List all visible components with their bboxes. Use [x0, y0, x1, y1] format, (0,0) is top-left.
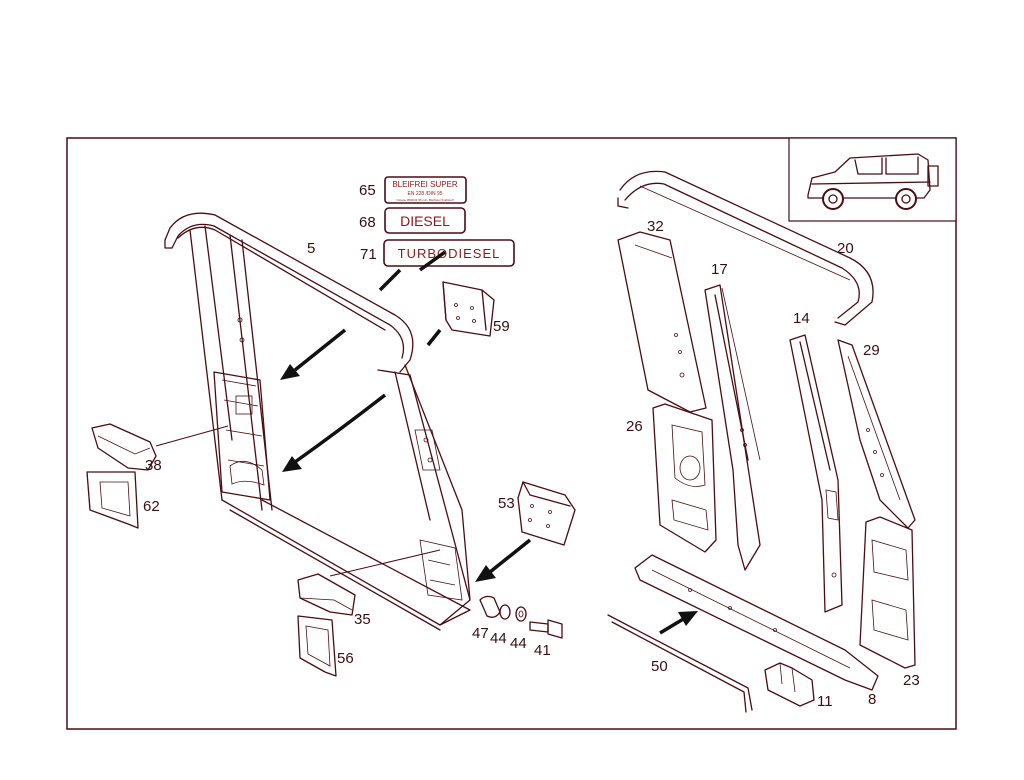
label-14: 14: [793, 310, 810, 327]
label-29: 29: [863, 342, 880, 359]
bracket-59: [442, 281, 495, 337]
badge-bleifrei: BLEIFREI SUPER EN 228 /DIN 95 Octane 95/…: [384, 176, 467, 204]
door-panel-23: [859, 516, 916, 669]
diagram-frame: [66, 137, 957, 730]
label-59: 59: [493, 318, 510, 335]
panel-32: [617, 231, 707, 413]
bracket-62: [86, 471, 139, 529]
label-26: 26: [626, 418, 643, 435]
fasteners: [479, 595, 563, 639]
sill-8: [634, 554, 879, 691]
label-53: 53: [498, 495, 515, 512]
badge-turbodiesel-text: TURBODIESEL: [398, 246, 501, 261]
block-11: [764, 662, 815, 707]
badge-bleifrei-sub: EN 228 /DIN 95: [407, 191, 442, 197]
badge-turbodiesel: TURBODIESEL: [383, 239, 515, 267]
badge-diesel: DIESEL: [384, 207, 466, 234]
pillar-17: [704, 284, 761, 571]
label-20: 20: [837, 240, 854, 257]
label-38: 38: [145, 457, 162, 474]
label-17: 17: [711, 261, 728, 278]
label-32: 32: [647, 218, 664, 235]
label-44-first: 44: [490, 630, 507, 647]
side-frame-part: [164, 212, 471, 631]
label-8: 8: [868, 691, 876, 708]
label-23: 23: [903, 672, 920, 689]
bracket-35: [297, 549, 441, 616]
label-11: 11: [817, 693, 833, 710]
bracket-56: [297, 615, 337, 677]
roof-rail-20: [617, 170, 874, 326]
label-5: 5: [307, 240, 315, 257]
pillar-14: [789, 334, 843, 613]
bracket-38: [91, 423, 229, 471]
label-71: 71: [360, 246, 377, 263]
vehicle-thumbnail: [788, 137, 957, 222]
bracket-53: [517, 481, 576, 546]
arrows-left: [280, 250, 698, 635]
rod-50: [607, 614, 753, 713]
door-panel-26: [652, 403, 717, 553]
badge-diesel-text: DIESEL: [400, 213, 450, 229]
label-65: 65: [359, 182, 376, 199]
badge-bleifrei-small: Octane 95/ROZ 95 min. Bleifreier Kraftst…: [396, 198, 453, 202]
badge-bleifrei-title: BLEIFREI SUPER: [392, 180, 458, 189]
label-50: 50: [651, 658, 668, 675]
label-44-second: 44: [510, 635, 527, 652]
label-62: 62: [143, 498, 160, 515]
label-56: 56: [337, 650, 354, 667]
label-47: 47: [472, 625, 489, 642]
label-35: 35: [354, 611, 371, 628]
label-41: 41: [534, 642, 551, 659]
label-68: 68: [359, 214, 376, 231]
pillar-29: [837, 339, 916, 529]
